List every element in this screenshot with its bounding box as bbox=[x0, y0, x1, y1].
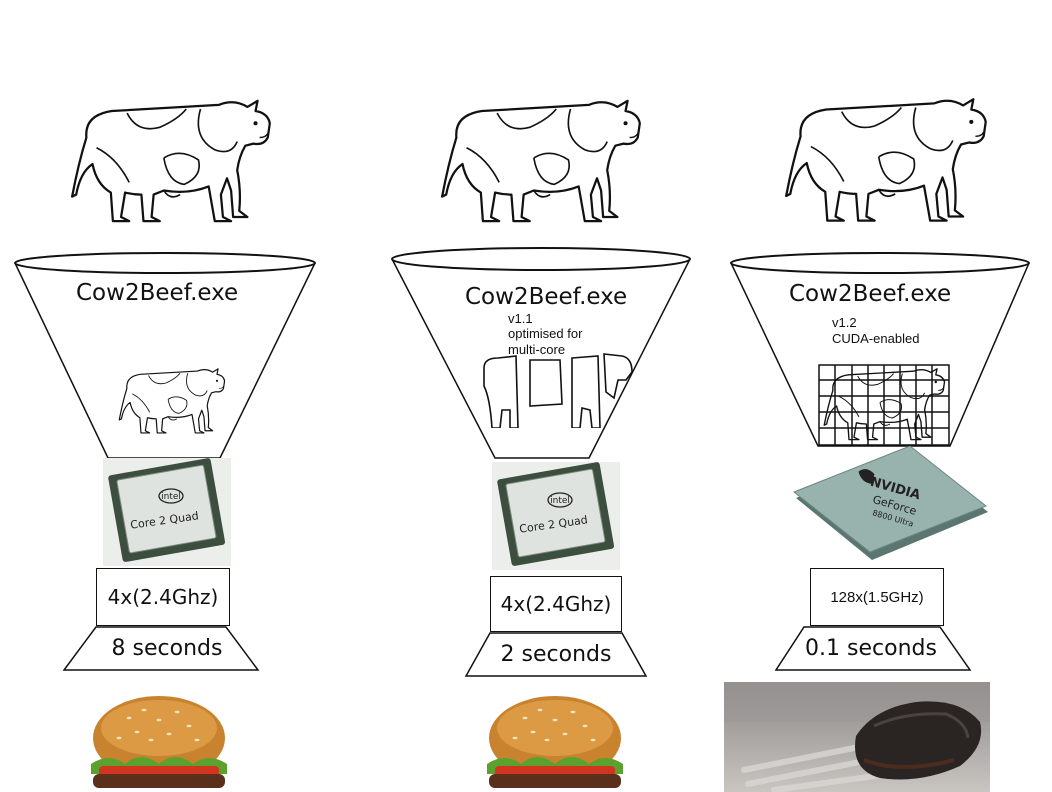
time-label: 0.1 seconds bbox=[805, 636, 937, 661]
nvidia-chip-icon: NVIDIA GeForce 8800 Ultra bbox=[793, 446, 988, 560]
sliced-cow-icon bbox=[483, 353, 633, 428]
funnel-shape bbox=[14, 252, 316, 459]
chip-logo-text: intel bbox=[550, 496, 570, 506]
optimization-note: optimised for multi-core bbox=[508, 326, 583, 357]
column-cuda: Cow2Beef.exe v1.2 CUDA-enabled NVIDIA Ge… bbox=[700, 0, 1052, 792]
burger-icon bbox=[91, 696, 227, 788]
cow-icon bbox=[785, 98, 987, 222]
grid-cow-icon bbox=[818, 364, 950, 446]
time-pedestal bbox=[62, 626, 260, 671]
column-original: Cow2Beef.exe intel Core 2 Quad 4x(2.4Ghz… bbox=[0, 0, 340, 792]
funnel-shape bbox=[391, 247, 691, 459]
time-pedestal bbox=[464, 632, 648, 677]
intel-chip-icon: intel Core 2 Quad bbox=[103, 458, 231, 566]
chip-logo-text: intel bbox=[161, 492, 181, 502]
funnel-shape bbox=[730, 252, 1030, 447]
cuda-note: CUDA-enabled bbox=[832, 331, 920, 346]
program-title: Cow2Beef.exe bbox=[789, 281, 952, 307]
program-title: Cow2Beef.exe bbox=[76, 280, 239, 306]
core-spec-box: 128x(1.5GHz) bbox=[810, 568, 944, 626]
version-label: v1.1 bbox=[508, 311, 533, 326]
cow-icon bbox=[70, 99, 271, 223]
time-label: 8 seconds bbox=[111, 636, 223, 661]
small-cow-icon bbox=[118, 368, 226, 434]
intel-chip-icon: intel Core 2 Quad bbox=[492, 462, 620, 570]
burger-icon bbox=[487, 696, 623, 788]
core-spec-box: 4x(2.4Ghz) bbox=[490, 576, 622, 632]
core-spec-box: 4x(2.4Ghz) bbox=[96, 568, 230, 626]
program-title: Cow2Beef.exe bbox=[465, 284, 628, 310]
column-multicore: Cow2Beef.exe v1.1 optimised for multi-co… bbox=[340, 0, 700, 792]
time-label: 2 seconds bbox=[500, 642, 612, 667]
burnt-patty-icon bbox=[724, 682, 990, 792]
cow-icon bbox=[440, 99, 641, 223]
version-label: v1.2 bbox=[832, 315, 857, 330]
time-pedestal bbox=[774, 626, 972, 671]
